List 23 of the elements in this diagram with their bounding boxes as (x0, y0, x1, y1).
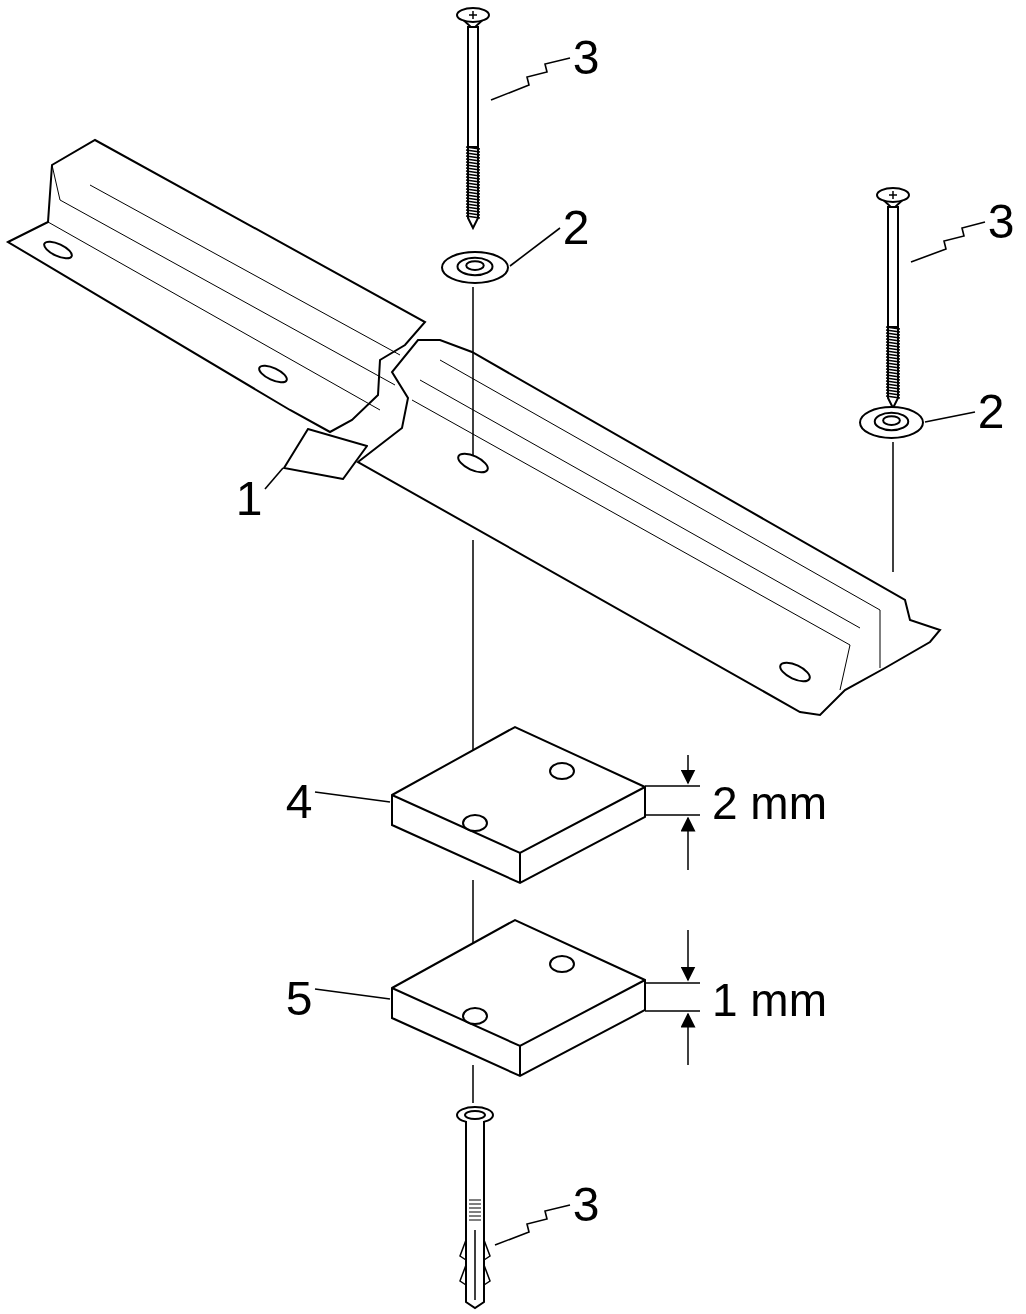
callout-number: 4 (283, 775, 315, 829)
leader-line (924, 411, 976, 423)
leader-line (314, 988, 391, 1000)
callout-number: 3 (985, 195, 1017, 249)
dimension-label: 1 mm (712, 977, 827, 1023)
callout-number: 3 (570, 1178, 602, 1232)
leader-line (910, 221, 986, 263)
callout-number: 3 (570, 31, 602, 85)
wall-plug-drawing (455, 1105, 495, 1310)
screw-drawing (455, 5, 491, 230)
callout-number: 2 (560, 201, 592, 255)
callout-number: 2 (975, 385, 1007, 439)
callout-number: 5 (283, 972, 315, 1026)
leader-line (314, 791, 391, 803)
connector-plate-drawing (283, 428, 368, 480)
washer-drawing (858, 405, 925, 440)
dimension-label: 2 mm (712, 780, 827, 826)
leader-line (264, 467, 284, 490)
leader-line (509, 227, 561, 267)
leader-line (490, 57, 571, 101)
washer-drawing (440, 250, 510, 285)
leader-line (494, 1204, 571, 1246)
callout-number: 1 (233, 472, 265, 526)
